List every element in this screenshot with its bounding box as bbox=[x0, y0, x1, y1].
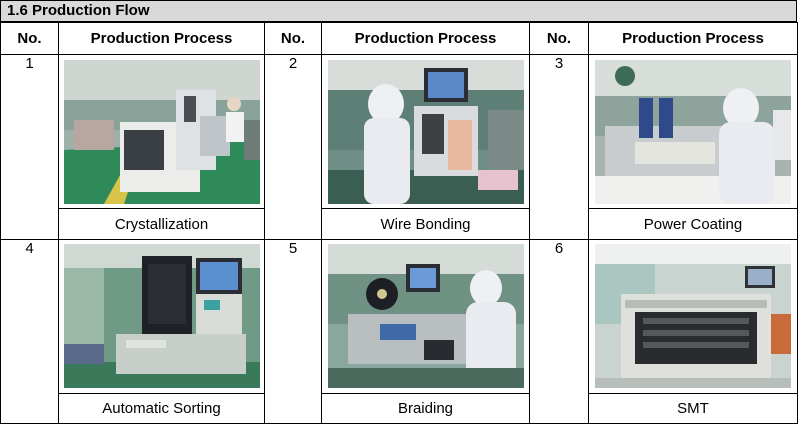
step-label: Crystallization bbox=[58, 208, 265, 240]
header-process-2: Production Process bbox=[321, 21, 530, 56]
step-label: Automatic Sorting bbox=[58, 392, 265, 425]
automatic-sorting-machine-photo bbox=[63, 244, 260, 389]
photo-cell bbox=[588, 238, 798, 394]
table-row: 1 bbox=[0, 54, 798, 240]
caption-row: Automatic Sorting Braiding SMT bbox=[1, 392, 798, 425]
photo-cell bbox=[588, 54, 798, 210]
table-row: 4 bbox=[0, 238, 798, 425]
step-number: 3 bbox=[529, 54, 589, 240]
header-process-3: Production Process bbox=[588, 21, 798, 56]
crystallization-machine-photo bbox=[63, 59, 260, 204]
step-number: 5 bbox=[264, 238, 322, 425]
step-number: 2 bbox=[264, 54, 322, 240]
header-process-1: Production Process bbox=[58, 21, 265, 56]
step-label: Power Coating bbox=[588, 208, 798, 240]
section-title: 1.6 Production Flow bbox=[0, 0, 797, 22]
step-label: SMT bbox=[588, 392, 798, 425]
header-no-1: No. bbox=[0, 21, 59, 56]
step-number: 6 bbox=[529, 238, 589, 425]
photo-cell bbox=[58, 54, 265, 210]
header-row: No. Production Process No. Production Pr… bbox=[0, 21, 798, 56]
step-label: Braiding bbox=[321, 392, 530, 425]
step-label: Wire Bonding bbox=[321, 208, 530, 240]
header-no-2: No. bbox=[264, 21, 322, 56]
step-number: 1 bbox=[0, 54, 59, 240]
production-flow-table: No. Production Process No. Production Pr… bbox=[0, 21, 798, 425]
step-number: 4 bbox=[0, 238, 59, 425]
photo-cell bbox=[321, 54, 530, 210]
header-no-3: No. bbox=[529, 21, 589, 56]
power-coating-operator-photo bbox=[595, 59, 791, 204]
photo-cell bbox=[321, 238, 530, 394]
smt-machine-photo bbox=[595, 244, 791, 389]
photo-cell bbox=[58, 238, 265, 394]
braiding-operator-photo bbox=[327, 244, 524, 389]
caption-row: Crystallization Wire Bonding Power Coati… bbox=[1, 208, 798, 240]
wire-bonding-operator-photo bbox=[327, 59, 524, 204]
